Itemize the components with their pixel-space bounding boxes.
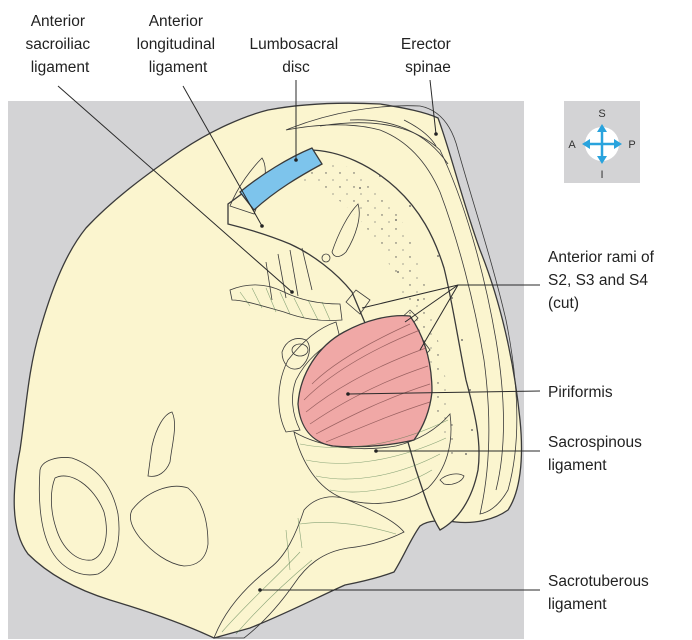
label-piriformis: Piriformis	[548, 384, 613, 401]
label-lumbosacral-disc: Lumbosacral disc	[249, 36, 342, 76]
nerve-end	[322, 254, 330, 262]
orientation-compass: S I A P	[564, 101, 640, 183]
compass-anterior: A	[568, 139, 576, 151]
label-sacrotuberous-ligament: Sacrotuberous ligament	[548, 573, 653, 613]
compass-inferior: I	[600, 169, 603, 181]
label-anterior-rami: Anterior rami of S2, S3 and S4 (cut)	[548, 249, 658, 312]
compass-posterior: P	[628, 139, 635, 151]
compass-superior: S	[598, 108, 605, 120]
label-anterior-longitudinal-ligament: Anterior longitudinal ligament	[137, 13, 220, 76]
label-erector-spinae: Erector spinae	[401, 36, 455, 76]
label-sacrospinous-ligament: Sacrospinous ligament	[548, 434, 646, 474]
label-anterior-sacroiliac-ligament: Anterior sacroiliac ligament	[26, 13, 95, 76]
